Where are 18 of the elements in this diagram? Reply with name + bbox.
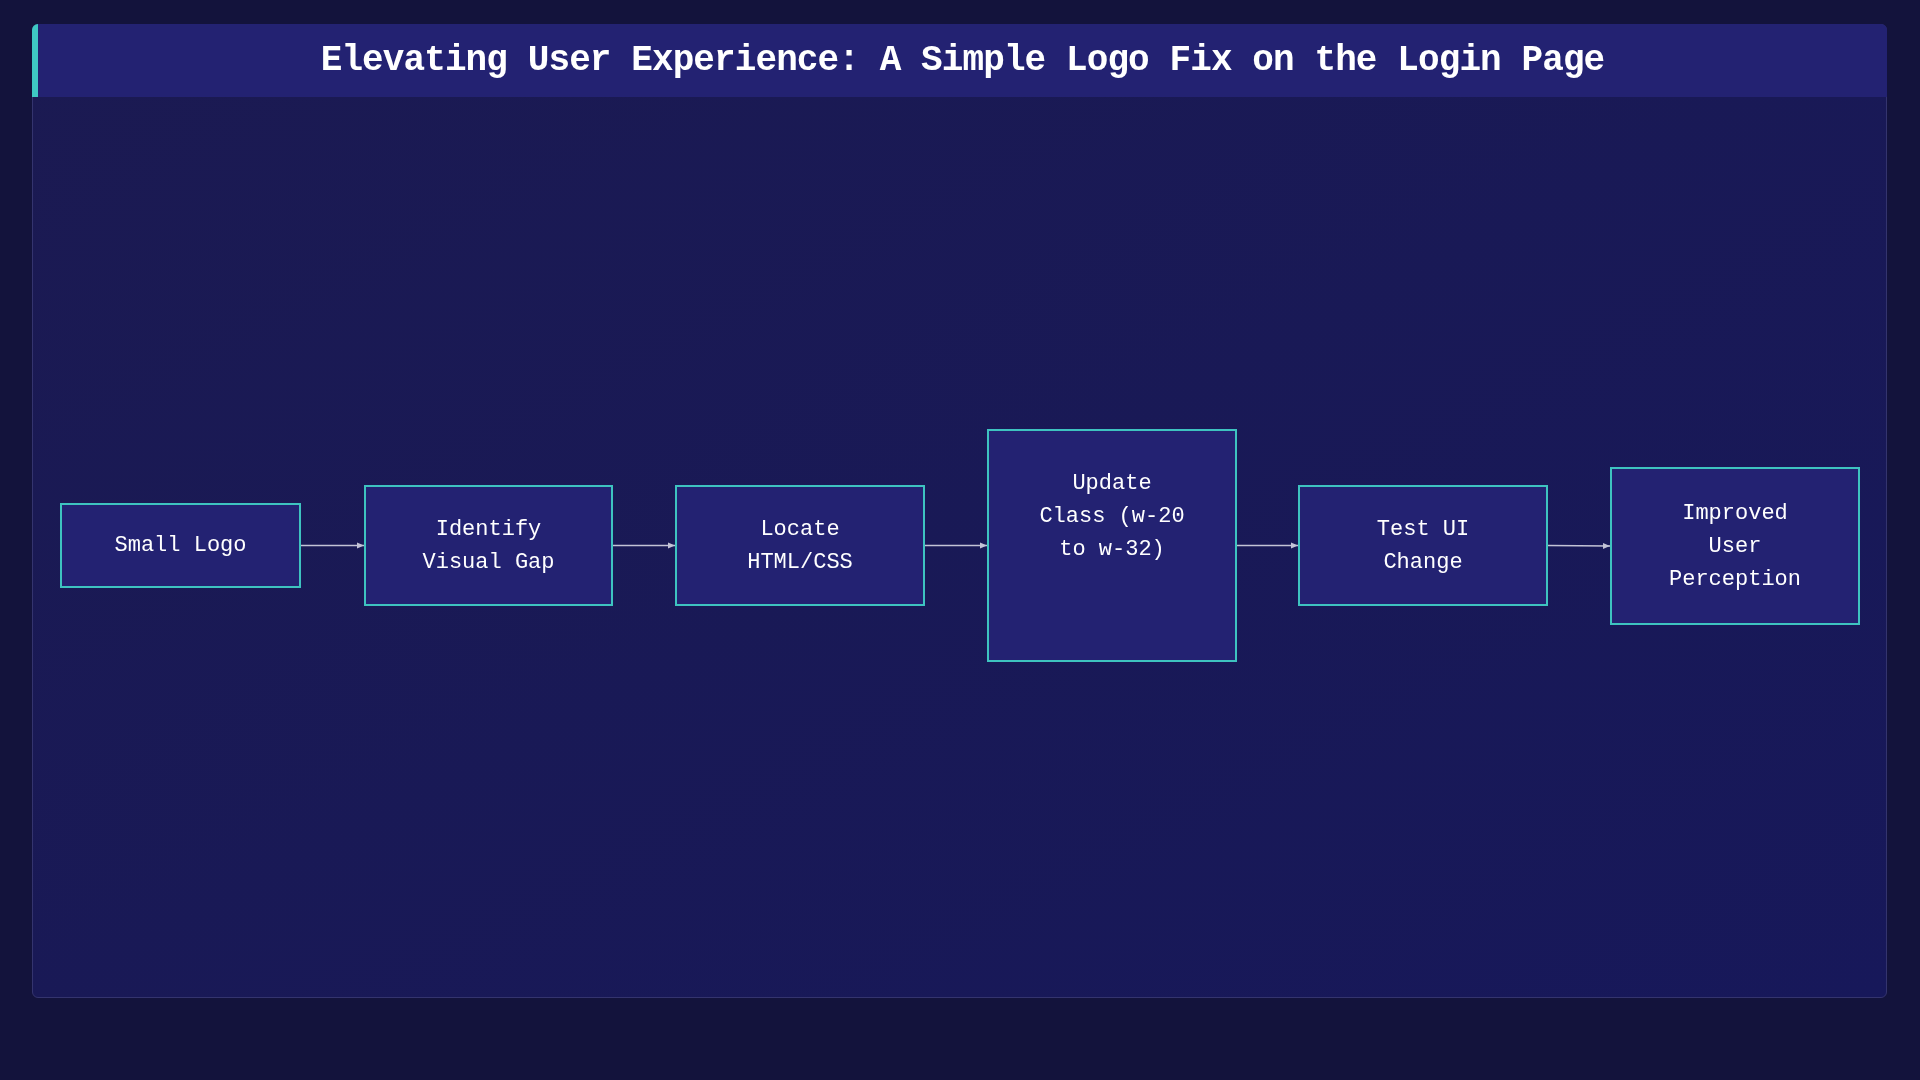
step-label: Locate HTML/CSS: [746, 515, 854, 577]
arrow: [1547, 542, 1611, 549]
process-box: [675, 485, 925, 606]
step-label: Small Logo: [114, 532, 247, 560]
process-box: [60, 503, 301, 588]
arrow: [612, 542, 676, 549]
step-label: Improved User Perception: [1668, 499, 1802, 594]
process-box: [1610, 467, 1860, 625]
process-box: [987, 429, 1237, 662]
arrow: [300, 542, 365, 549]
arrow: [1236, 542, 1299, 549]
process-box: [364, 485, 613, 606]
process-box: [1298, 485, 1548, 606]
step-label: Update Class (w-20 to w-32): [1038, 470, 1186, 564]
step-label: Identify Visual Gap: [421, 515, 556, 577]
step-label: Test UI Change: [1375, 515, 1471, 577]
title: Elevating User Experience: A Simple Logo Fix on the Login Page: [320, 42, 1605, 79]
arrow: [924, 542, 988, 549]
